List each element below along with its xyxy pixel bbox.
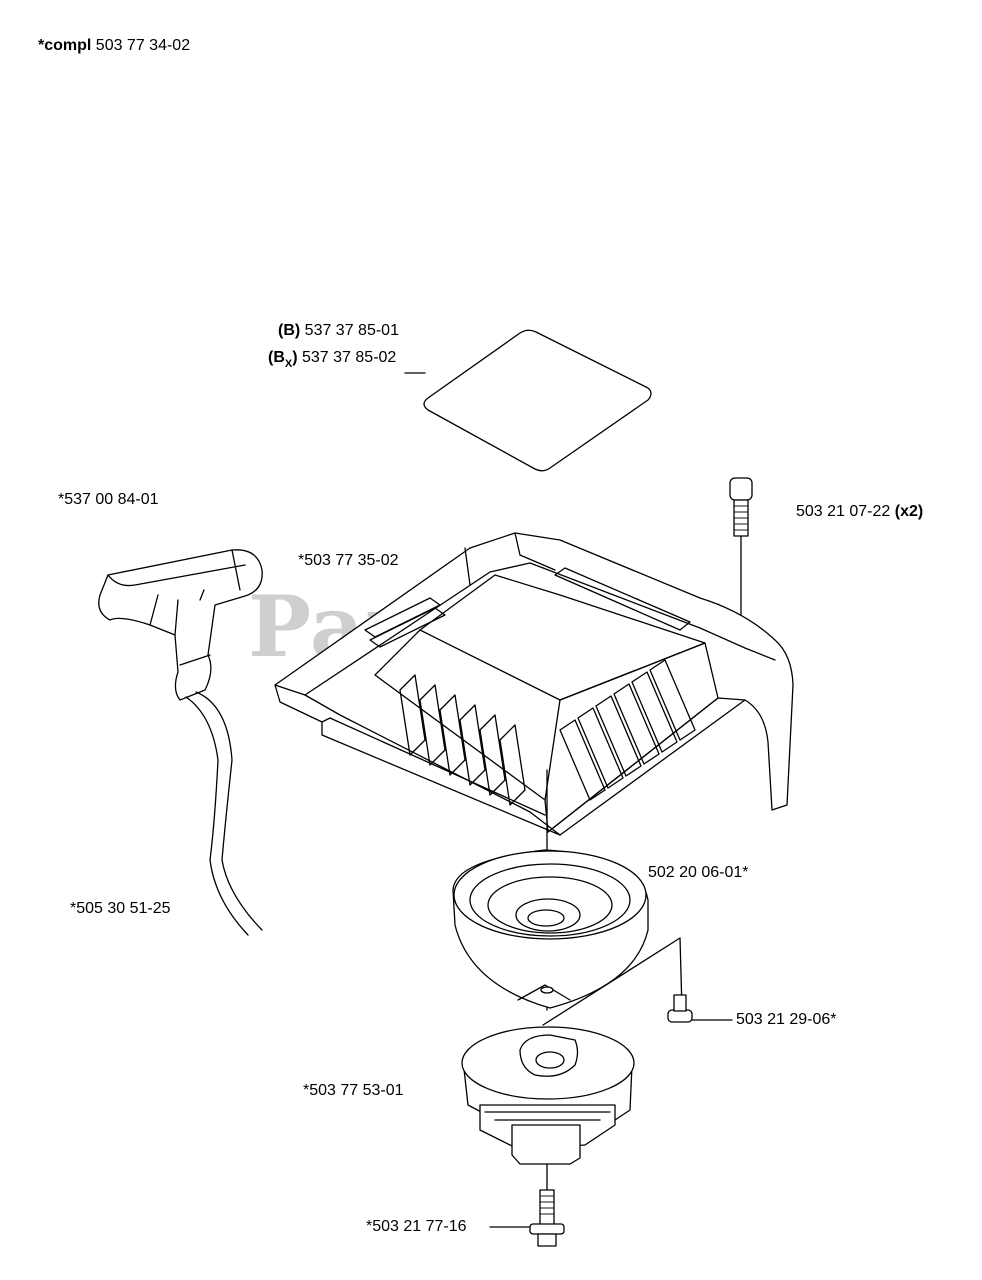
decal-b-label: (B) 537 37 85-01 [278,323,399,339]
rope-pulley[interactable] [461,1026,635,1165]
b-prefix: (B) [278,322,301,339]
starter-rope[interactable] [185,691,263,936]
decal-bx-label: (BX) 537 37 85-02 [268,349,397,370]
handle-label: *537 00 84-01 [58,491,159,508]
compl-part-label: *compl 503 77 34-02 [38,38,190,54]
cover-label: *503 77 35-02 [298,552,399,569]
top-screw-number: 503 21 07-22 [796,503,895,520]
small-screw-label: 503 21 29-06* [736,1011,837,1028]
spring-label: 502 20 06-01* [648,864,749,881]
cover-screw[interactable] [729,477,753,537]
top-screw-qty: (x2) [894,503,924,520]
bottom-screw-label: *503 21 77-16 [366,1218,467,1235]
pulley-label: *503 77 53-01 [303,1082,404,1099]
compl-number: 503 77 34-02 [91,37,191,54]
top-screw-label: 503 21 07-22 (x2) [796,504,923,520]
bx-subscript: X [284,358,293,370]
starter-handle[interactable] [98,549,263,701]
starter-cover[interactable] [274,532,794,836]
small-screw[interactable] [667,994,693,1023]
bx-prefix: (B [268,349,285,366]
bottom-screw[interactable] [529,1189,565,1247]
bx-number: 537 37 85-02 [297,349,397,366]
recoil-spring[interactable] [452,849,649,1009]
rope-label: *505 30 51-25 [70,900,171,917]
decal-plate[interactable] [423,329,652,472]
b-number: 537 37 85-01 [300,322,399,339]
small-screw-leader-a [542,937,681,1026]
compl-prefix: *compl [38,37,92,54]
bx-suffix: ) [292,349,298,366]
